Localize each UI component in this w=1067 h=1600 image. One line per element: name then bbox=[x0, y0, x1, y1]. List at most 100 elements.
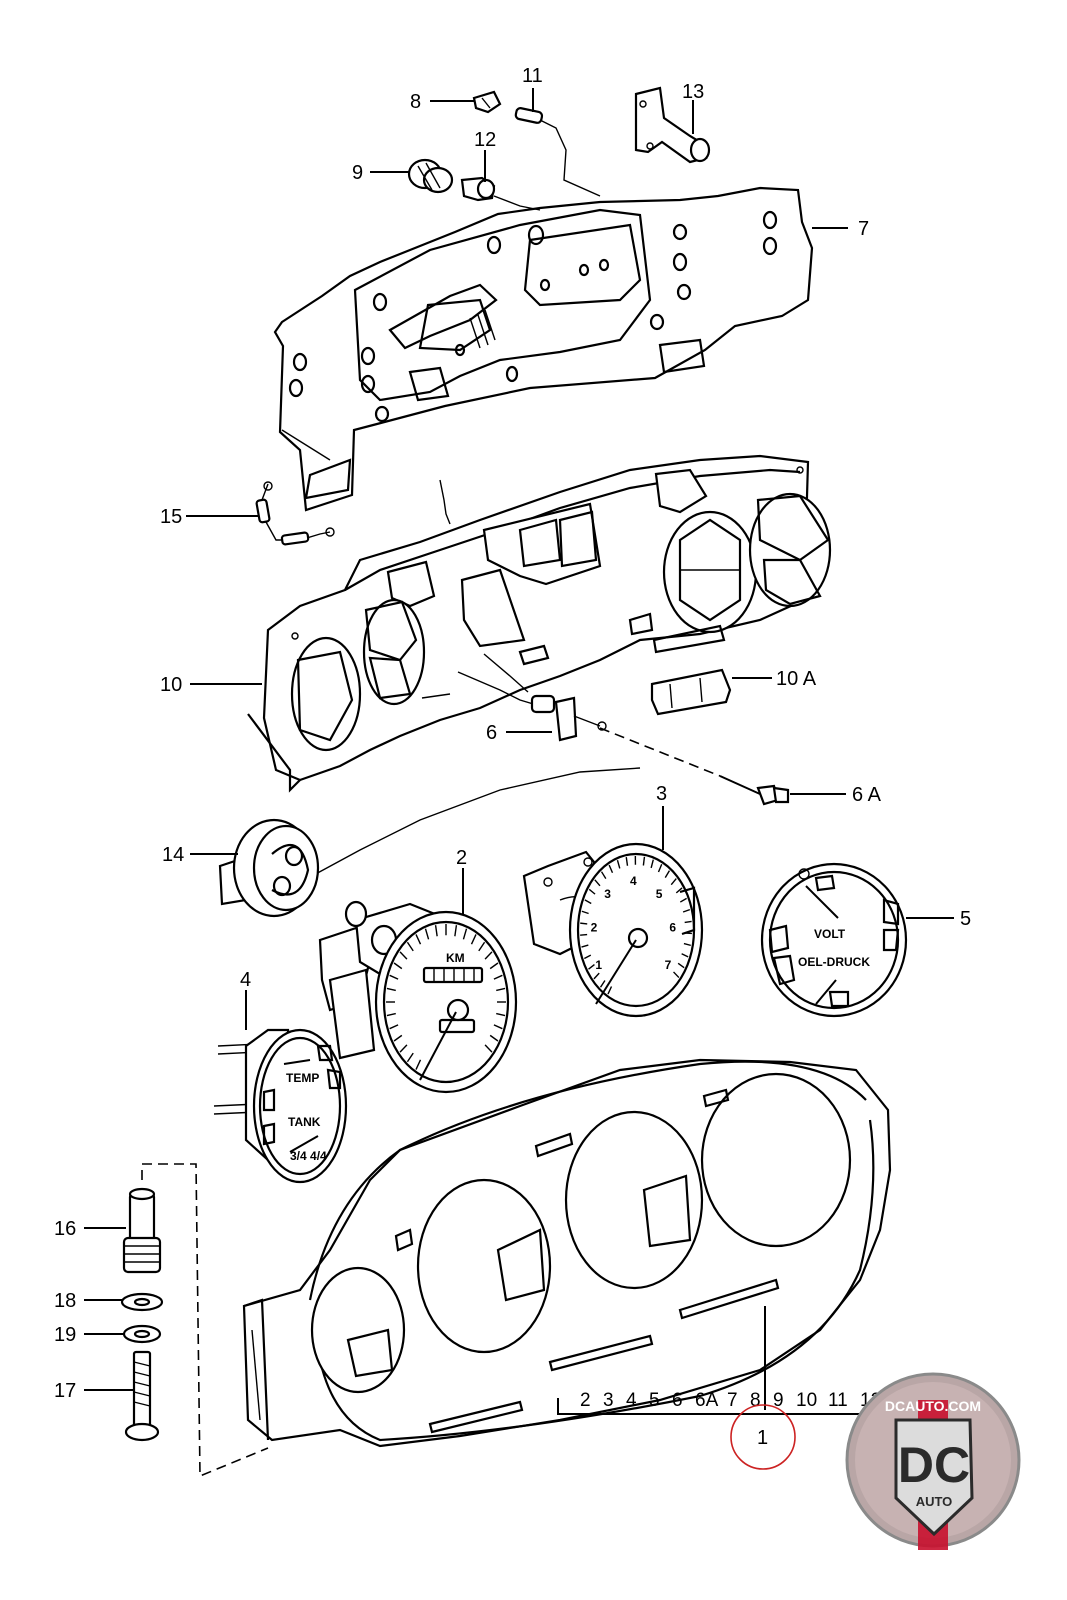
speedo-ticks-9 bbox=[393, 962, 403, 970]
part-8-lamp-holder bbox=[472, 90, 502, 114]
callout-1: 1 bbox=[757, 1427, 768, 1449]
speedo-ticks-2 bbox=[399, 1044, 408, 1053]
sensor-cable bbox=[311, 767, 641, 877]
tach-number-3: 3 bbox=[604, 887, 611, 901]
tach-ticks-7 bbox=[580, 922, 588, 925]
part-14-speed-sender bbox=[218, 818, 320, 918]
tach-ticks-0 bbox=[607, 986, 613, 995]
leader-lines bbox=[84, 88, 960, 1415]
part-12-bulb bbox=[460, 176, 496, 202]
callout-10a: 10 A bbox=[776, 668, 817, 690]
speedo-ticks-28 bbox=[484, 1044, 493, 1053]
tach-ticks-27 bbox=[683, 942, 691, 947]
tach-ticks-11 bbox=[594, 879, 601, 887]
small-cable bbox=[439, 479, 451, 525]
assembly-item-2: 4 bbox=[626, 1390, 637, 1411]
part-18-washer bbox=[120, 1292, 164, 1312]
speedo-ticks-22 bbox=[493, 974, 503, 980]
speedo-ticks-25 bbox=[496, 1012, 506, 1017]
tach-ticks-30 bbox=[673, 971, 680, 979]
part-17-screw bbox=[124, 1350, 160, 1442]
part-7-circuit-plate bbox=[273, 186, 814, 512]
highlight-circle bbox=[730, 1404, 796, 1470]
speedo-ticks-14 bbox=[434, 925, 438, 937]
tach-ticks-5 bbox=[581, 944, 589, 948]
dashed-line-6-6a bbox=[599, 727, 721, 777]
tach-ticks-12 bbox=[600, 871, 607, 879]
speedo-ticks-11 bbox=[406, 941, 414, 952]
part-11-bulb bbox=[514, 107, 544, 124]
callout-10: 10 bbox=[160, 674, 182, 696]
callout-16: 16 bbox=[54, 1218, 76, 1240]
assembly-item-7: 8 bbox=[750, 1390, 761, 1411]
assembly-item-6: 7 bbox=[727, 1390, 738, 1411]
callout-2: 2 bbox=[456, 847, 467, 869]
speedometer-ticks bbox=[386, 924, 506, 1070]
tach-ticks-19 bbox=[657, 863, 663, 873]
speedo-ticks-20 bbox=[484, 951, 493, 960]
speedo-ticks-8 bbox=[389, 974, 399, 980]
callout-9: 9 bbox=[352, 162, 363, 184]
speedo-ticks-5 bbox=[386, 1012, 396, 1017]
speedo-ticks-21 bbox=[489, 962, 499, 970]
part-16-stud bbox=[122, 1187, 162, 1274]
part-4-temp-tank-gauge: TEMP TANK 3/4 4/4 bbox=[213, 1028, 348, 1184]
part-2-speedometer: KM bbox=[318, 900, 518, 1094]
speedo-ticks-17 bbox=[462, 928, 468, 940]
tach-number-5: 5 bbox=[656, 887, 663, 901]
tach-number-7: 7 bbox=[665, 958, 672, 972]
part-6-sensor bbox=[457, 653, 607, 742]
tach-ticks-17 bbox=[642, 856, 646, 866]
wire-8-11 bbox=[539, 119, 601, 197]
tachometer-numbers: 1 2 3 4 5 6 7 bbox=[591, 874, 677, 972]
tank-label: TANK bbox=[288, 1115, 321, 1129]
speedo-ticks-23 bbox=[496, 987, 506, 992]
speedo-ticks-7 bbox=[386, 987, 396, 992]
tach-ticks-29 bbox=[677, 962, 685, 969]
callout-5: 5 bbox=[960, 908, 971, 930]
tach-ticks-22 bbox=[675, 887, 683, 894]
tach-ticks-14 bbox=[616, 859, 621, 869]
tach-ticks-1 bbox=[599, 980, 606, 988]
speedo-ticks-13 bbox=[424, 928, 430, 940]
part-6a-screw bbox=[719, 775, 790, 806]
temp-label: TEMP bbox=[286, 1071, 319, 1085]
tach-ticks-3 bbox=[588, 964, 595, 970]
assembly-item-4: 6 bbox=[672, 1390, 683, 1411]
tach-ticks-23 bbox=[679, 897, 687, 903]
part-19-lock-washer bbox=[122, 1324, 162, 1344]
speedo-ticks-18 bbox=[470, 934, 477, 945]
tach-ticks-20 bbox=[664, 870, 671, 879]
speedo-ticks-16 bbox=[454, 925, 458, 937]
callout-11: 11 bbox=[522, 65, 543, 87]
dcauto-logo: DCAUTO.COM DC AUTO bbox=[845, 1372, 1021, 1550]
tach-number-2: 2 bbox=[591, 920, 598, 934]
part-5-volt-oil-gauge: VOLT OEL-DRUCK bbox=[760, 862, 908, 1018]
assembly-item-9: 10 bbox=[796, 1390, 817, 1411]
tach-ticks-18 bbox=[650, 859, 654, 869]
part-3-tachometer: 1 2 3 4 5 6 7 bbox=[522, 842, 704, 1018]
speedo-ticks-0 bbox=[415, 1059, 422, 1070]
tach-ticks-25 bbox=[684, 920, 692, 924]
tach-ticks-28 bbox=[681, 953, 689, 958]
tach-ticks-21 bbox=[670, 878, 677, 886]
tach-ticks-8 bbox=[581, 910, 589, 915]
speedo-ticks-10 bbox=[399, 951, 408, 960]
callout-4: 4 bbox=[240, 969, 251, 991]
tach-ticks-4 bbox=[584, 954, 592, 960]
tank-marks-label: 3/4 4/4 bbox=[290, 1149, 327, 1163]
callout-6a: 6 A bbox=[852, 784, 882, 806]
assembly-item-0: 2 bbox=[580, 1390, 591, 1411]
tach-number-1: 1 bbox=[595, 958, 602, 972]
assembly-item-10: 11 bbox=[828, 1390, 848, 1411]
part-13-bracket bbox=[634, 86, 711, 164]
tach-ticks-24 bbox=[682, 908, 691, 913]
tach-number-4: 4 bbox=[630, 874, 637, 888]
watermark-url: DCAUTO.COM bbox=[885, 1398, 981, 1414]
callout-12: 12 bbox=[474, 129, 496, 151]
tach-number-6: 6 bbox=[669, 920, 676, 934]
tach-ticks-15 bbox=[625, 857, 629, 866]
tach-ticks-10 bbox=[588, 888, 596, 895]
assembly-item-5: 6A bbox=[695, 1390, 719, 1411]
